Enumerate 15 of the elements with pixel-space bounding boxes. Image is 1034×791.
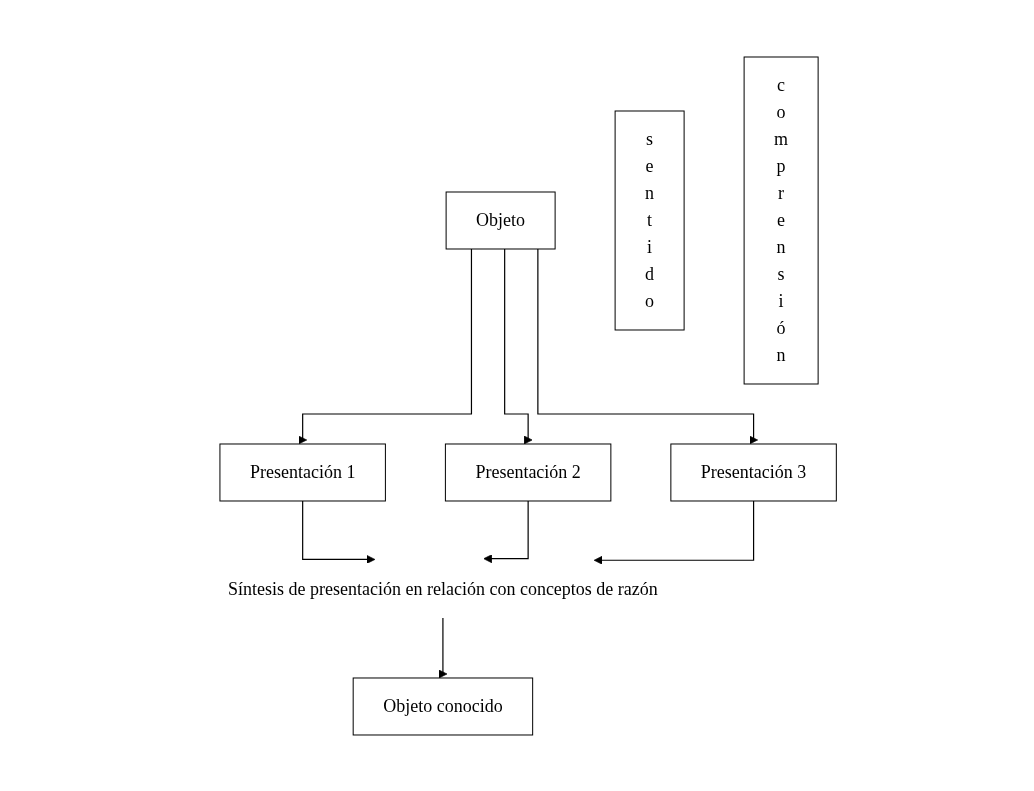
arrow — [301, 499, 376, 564]
arrow — [438, 616, 448, 678]
node-box: Presentación 1 — [219, 443, 386, 501]
node-box: Objeto — [445, 191, 556, 249]
node-box: Presentación 3 — [670, 443, 837, 501]
node-box: comprensión — [743, 56, 819, 384]
arrow — [298, 247, 472, 444]
arrow — [483, 499, 529, 563]
arrow — [593, 499, 754, 565]
node-box: sentido — [614, 110, 685, 330]
arrow — [503, 247, 533, 444]
node-box: Presentación 2 — [444, 443, 612, 501]
arrow — [537, 247, 758, 444]
node-text: Síntesis de presentación en relación con conceptos de razón — [227, 578, 658, 599]
node-box: Objeto conocido — [352, 677, 533, 735]
